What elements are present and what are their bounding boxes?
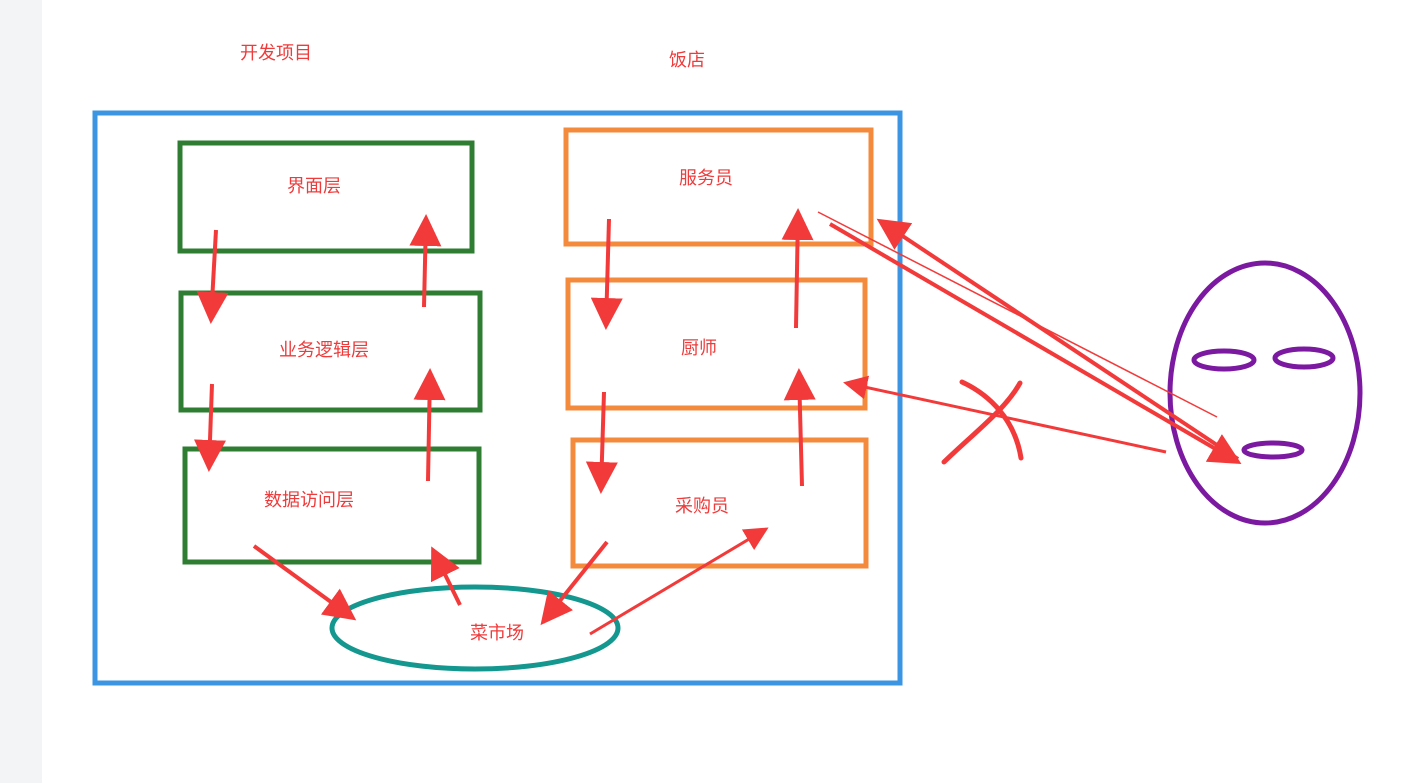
arrow-chef-to-waiter bbox=[781, 208, 814, 329]
left-eye bbox=[1191, 348, 1257, 372]
business-layer-label: 业务逻辑层 bbox=[279, 340, 369, 361]
restaurant-title: 饭店 bbox=[669, 50, 705, 71]
arrow-market-to-data bbox=[430, 546, 462, 606]
buyer-label: 采购员 bbox=[675, 496, 729, 517]
cross-mark-stroke-1 bbox=[941, 380, 1023, 465]
market-ellipse bbox=[329, 584, 621, 672]
arrow-waiter-return-to-customer bbox=[828, 222, 1242, 465]
arrow-business-to-data bbox=[194, 383, 226, 472]
dev-project-title: 开发项目 bbox=[240, 43, 312, 64]
mouth bbox=[1241, 440, 1305, 460]
right-eye bbox=[1272, 346, 1336, 370]
arrow-buyer-to-market bbox=[540, 540, 609, 626]
cross-mark-stroke-2 bbox=[959, 379, 1024, 461]
waiter-label: 服务员 bbox=[679, 168, 733, 189]
arrow-waiter-to-chef bbox=[590, 218, 623, 330]
arrow-data-to-business bbox=[413, 368, 446, 482]
arrow-business-to-ui bbox=[409, 214, 442, 308]
business-layer-box bbox=[178, 290, 483, 413]
market-label: 菜市场 bbox=[470, 623, 524, 644]
outer-frame bbox=[92, 110, 903, 686]
data-layer-box bbox=[182, 446, 482, 565]
arrow-waiter-to-customer bbox=[817, 211, 1218, 418]
arrow-data-to-market bbox=[252, 544, 357, 621]
arrow-market-to-buyer bbox=[589, 527, 769, 636]
customer-face bbox=[1167, 260, 1363, 526]
arrow-buyer-to-chef bbox=[783, 368, 816, 487]
arrow-ui-to-business bbox=[196, 229, 229, 324]
arrow-customer-to-waiter bbox=[876, 218, 1240, 461]
data-layer-label: 数据访问层 bbox=[264, 490, 354, 511]
left-margin-strip bbox=[0, 0, 42, 783]
arrow-chef-to-buyer bbox=[585, 391, 618, 494]
ui-layer-label: 界面层 bbox=[287, 176, 341, 197]
waiter-box bbox=[563, 127, 874, 247]
ui-layer-box bbox=[177, 140, 475, 254]
chef-label: 厨师 bbox=[681, 338, 717, 359]
chef-box bbox=[565, 277, 868, 411]
buyer-box bbox=[570, 437, 869, 569]
